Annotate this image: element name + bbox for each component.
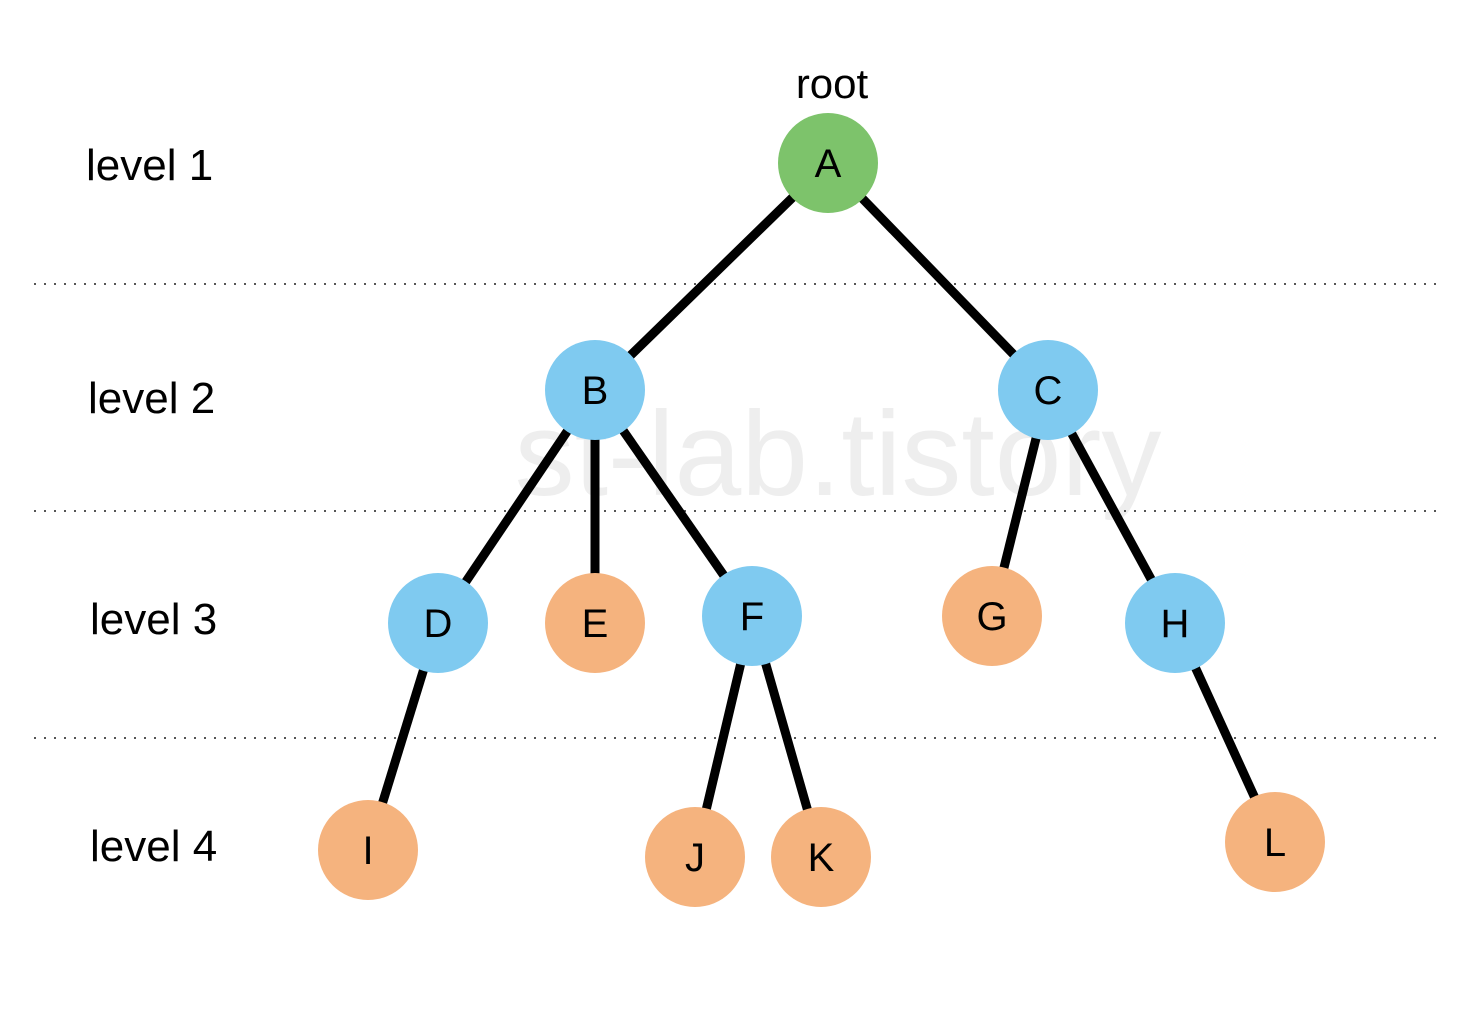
level-3-label: level 3 <box>90 595 217 644</box>
node-f-label: F <box>740 595 764 639</box>
node-g: G <box>942 566 1042 666</box>
node-l-label: L <box>1264 821 1286 865</box>
node-e: E <box>545 573 645 673</box>
node-e-circle <box>545 573 645 673</box>
node-a: A <box>778 113 878 213</box>
level-1-label: level 1 <box>86 141 213 190</box>
node-k: K <box>771 807 871 907</box>
node-h: H <box>1125 573 1225 673</box>
node-l-circle <box>1225 792 1325 892</box>
node-c-circle <box>998 340 1098 440</box>
node-d-label: D <box>424 602 453 646</box>
edge-a-c <box>824 159 1052 394</box>
node-c-label: C <box>1034 369 1063 413</box>
node-j-label: J <box>685 836 705 880</box>
node-k-circle <box>771 807 871 907</box>
level-2-label: level 2 <box>88 374 215 423</box>
node-l: L <box>1225 792 1325 892</box>
node-g-circle <box>942 566 1042 666</box>
node-b-label: B <box>582 369 609 413</box>
level-labels: level 1 level 2 level 3 level 4 <box>86 141 217 871</box>
node-h-circle <box>1125 573 1225 673</box>
node-i-circle <box>318 800 418 900</box>
nodes-layer: A B C D E F G H I J K L <box>318 113 1325 907</box>
node-i-label: I <box>362 829 373 873</box>
node-k-label: K <box>808 836 835 880</box>
node-a-circle <box>778 113 878 213</box>
node-i: I <box>318 800 418 900</box>
node-f: F <box>702 566 802 666</box>
edge-a-b <box>591 159 832 394</box>
node-h-label: H <box>1161 602 1190 646</box>
node-b-circle <box>545 340 645 440</box>
node-f-circle <box>702 566 802 666</box>
node-a-label: A <box>815 142 842 186</box>
root-label: root <box>796 60 869 107</box>
node-j-circle <box>645 807 745 907</box>
node-c: C <box>998 340 1098 440</box>
node-g-label: G <box>976 595 1007 639</box>
node-j: J <box>645 807 745 907</box>
node-b: B <box>545 340 645 440</box>
node-d-circle <box>388 573 488 673</box>
node-e-label: E <box>582 602 609 646</box>
level-4-label: level 4 <box>90 822 217 871</box>
node-d: D <box>388 573 488 673</box>
